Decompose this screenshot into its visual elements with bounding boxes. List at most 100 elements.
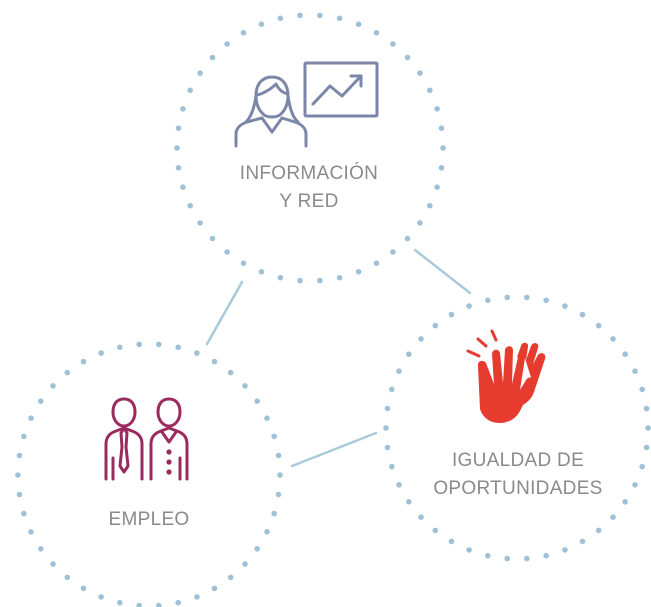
ring-dot bbox=[610, 336, 616, 342]
ring-dot bbox=[277, 274, 284, 281]
ring-dot bbox=[417, 220, 423, 226]
node-label-line: EMPLEO bbox=[108, 509, 190, 530]
ring-dot bbox=[336, 15, 343, 22]
ring-dot bbox=[543, 297, 549, 304]
ring-dot bbox=[406, 499, 412, 505]
connectors bbox=[205, 248, 472, 468]
node-label-line: Y RED bbox=[279, 191, 339, 212]
ring-dot bbox=[639, 386, 645, 393]
ring-dot bbox=[438, 125, 445, 131]
ring-dot bbox=[384, 444, 391, 451]
ring-dot bbox=[224, 249, 230, 255]
ring-dot bbox=[595, 322, 602, 329]
ring-dot bbox=[38, 398, 44, 405]
ring-dot bbox=[622, 499, 628, 505]
motion-mark bbox=[476, 337, 488, 348]
ring-dot bbox=[448, 311, 455, 318]
ring-dot bbox=[80, 358, 87, 365]
node-label-line: IGUALDAD DE bbox=[451, 450, 585, 471]
ring-dot bbox=[21, 510, 27, 517]
ring-dot bbox=[174, 145, 180, 151]
ring-dot bbox=[434, 106, 440, 112]
ring-dot bbox=[390, 41, 396, 47]
ring-dot bbox=[264, 415, 270, 422]
ring-dot bbox=[271, 510, 278, 517]
ring-dot bbox=[209, 54, 216, 61]
ring-dot bbox=[117, 344, 123, 351]
ring-dot bbox=[504, 555, 511, 562]
ring-dot bbox=[373, 30, 380, 36]
ring-dot bbox=[50, 561, 56, 567]
ring-dot bbox=[438, 165, 445, 171]
ring-dot bbox=[396, 482, 402, 488]
ring-dot bbox=[254, 546, 260, 552]
ring-dot bbox=[595, 527, 602, 534]
ring-dot bbox=[64, 574, 71, 581]
ring-dot bbox=[50, 383, 56, 389]
ring-dot bbox=[404, 235, 411, 242]
ring-dot bbox=[38, 546, 44, 552]
ring-dot bbox=[579, 538, 586, 545]
ring-dot bbox=[224, 41, 230, 47]
ring-dot bbox=[194, 594, 200, 600]
ring-dot bbox=[211, 585, 218, 592]
ring-dot bbox=[175, 344, 181, 351]
ring-dot bbox=[156, 602, 162, 607]
ring-dot bbox=[15, 472, 21, 478]
ring-dot bbox=[432, 527, 439, 534]
ring-dot bbox=[485, 297, 491, 304]
ring-dot bbox=[264, 529, 270, 535]
ring-dot bbox=[427, 202, 433, 209]
ring-dot bbox=[639, 463, 645, 470]
ring-dot bbox=[579, 311, 586, 318]
ring-dot bbox=[355, 269, 362, 275]
ring-dot bbox=[156, 341, 162, 348]
business-people-icon bbox=[104, 397, 189, 481]
ring-dot bbox=[622, 351, 628, 358]
node-label-empleo: EMPLEO bbox=[44, 506, 254, 534]
ring-dot bbox=[417, 70, 423, 76]
motion-mark bbox=[466, 349, 481, 358]
ring-dot bbox=[317, 277, 323, 284]
ring-dot bbox=[211, 358, 218, 365]
ring-dot bbox=[98, 350, 104, 356]
ring-dot bbox=[197, 70, 203, 76]
ring-dot bbox=[187, 202, 193, 209]
ring-dot bbox=[448, 538, 455, 545]
ring-dot bbox=[98, 594, 104, 600]
node-ring-igualdad bbox=[383, 294, 651, 562]
node-label-line: INFORMACIÓN bbox=[239, 163, 379, 184]
ring-dot bbox=[418, 336, 424, 342]
ring-dot bbox=[175, 165, 182, 171]
ring-dot bbox=[317, 12, 323, 19]
ring-dot bbox=[271, 433, 278, 440]
ring-dot bbox=[645, 425, 651, 431]
ring-dot bbox=[390, 249, 396, 255]
ring-dot bbox=[427, 87, 433, 94]
ring-dot bbox=[258, 21, 265, 28]
node-label-line: OPORTUNIDADES bbox=[433, 478, 603, 499]
ring-dot bbox=[16, 491, 23, 498]
ring-dot bbox=[180, 106, 186, 112]
ring-dot bbox=[562, 303, 568, 309]
node-label-informacion: INFORMACIÓN Y RED bbox=[204, 160, 414, 216]
business-people-buttons bbox=[166, 449, 172, 475]
ring-dot bbox=[227, 369, 234, 376]
ring-dot bbox=[504, 294, 511, 301]
connector-empleo-igualdad bbox=[290, 431, 378, 468]
ring-dot bbox=[336, 274, 343, 281]
high-five-hands-icon bbox=[466, 329, 546, 423]
ring-dot bbox=[197, 220, 203, 226]
ring-dot bbox=[632, 368, 638, 375]
ring-dot bbox=[396, 368, 402, 375]
ring-dot bbox=[643, 405, 650, 412]
node-ring-informacion bbox=[174, 12, 446, 284]
ring-dot bbox=[434, 184, 440, 190]
ring-dot bbox=[485, 552, 491, 559]
ring-dot bbox=[355, 21, 362, 28]
ring-dot bbox=[404, 54, 411, 61]
motion-mark bbox=[490, 329, 498, 342]
ring-dot bbox=[418, 514, 424, 520]
ring-dot bbox=[275, 491, 282, 498]
